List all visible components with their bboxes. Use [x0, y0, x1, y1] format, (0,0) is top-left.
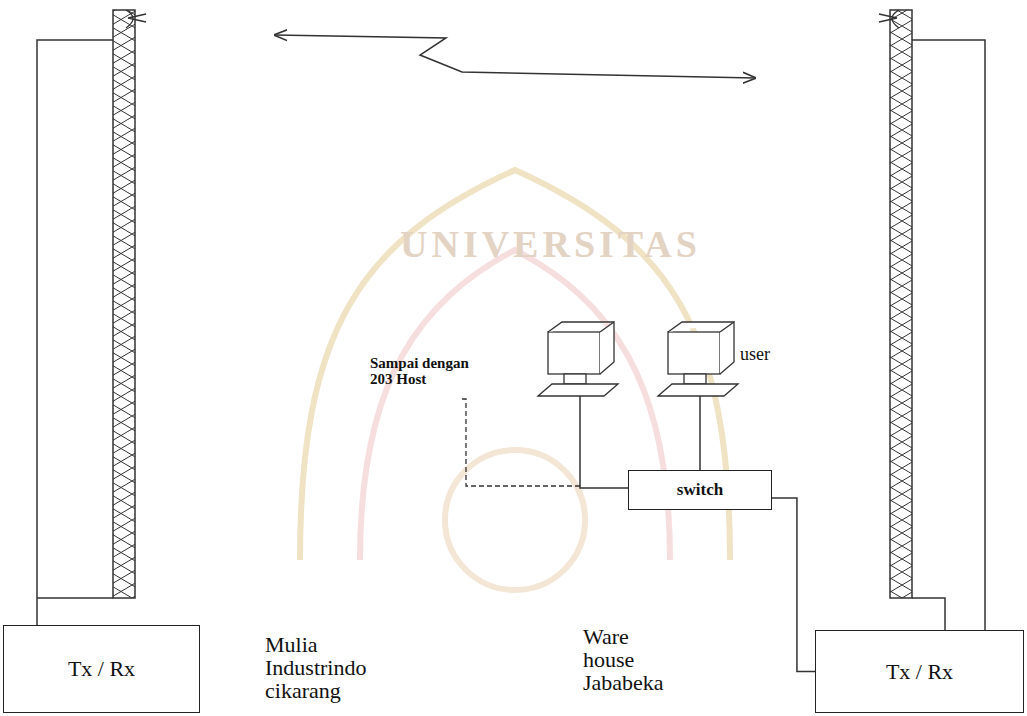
radio-link [275, 35, 755, 78]
left-tower [37, 10, 146, 625]
right-tower [879, 10, 985, 630]
node-text: Tx / Rx [886, 659, 953, 685]
label-text: Sampai dengan 203 Host [370, 356, 478, 388]
watermark: UNIVERSITAS [400, 225, 660, 265]
label-text: Mulia Industrindo cikarang [265, 633, 390, 702]
transceiver-box: Tx / Rx [3, 625, 200, 713]
network-cable [772, 498, 815, 672]
node-text: Tx / Rx [68, 656, 135, 682]
transceiver-box: Tx / Rx [815, 630, 1024, 713]
watermark-logo [300, 170, 730, 590]
computer-icon [538, 322, 738, 396]
label-text: user [740, 345, 810, 364]
dashed-wire [462, 399, 580, 486]
node-text: switch [677, 480, 723, 500]
label-text: Ware house Jababeka [583, 625, 681, 694]
switch-box: switch [628, 470, 772, 510]
